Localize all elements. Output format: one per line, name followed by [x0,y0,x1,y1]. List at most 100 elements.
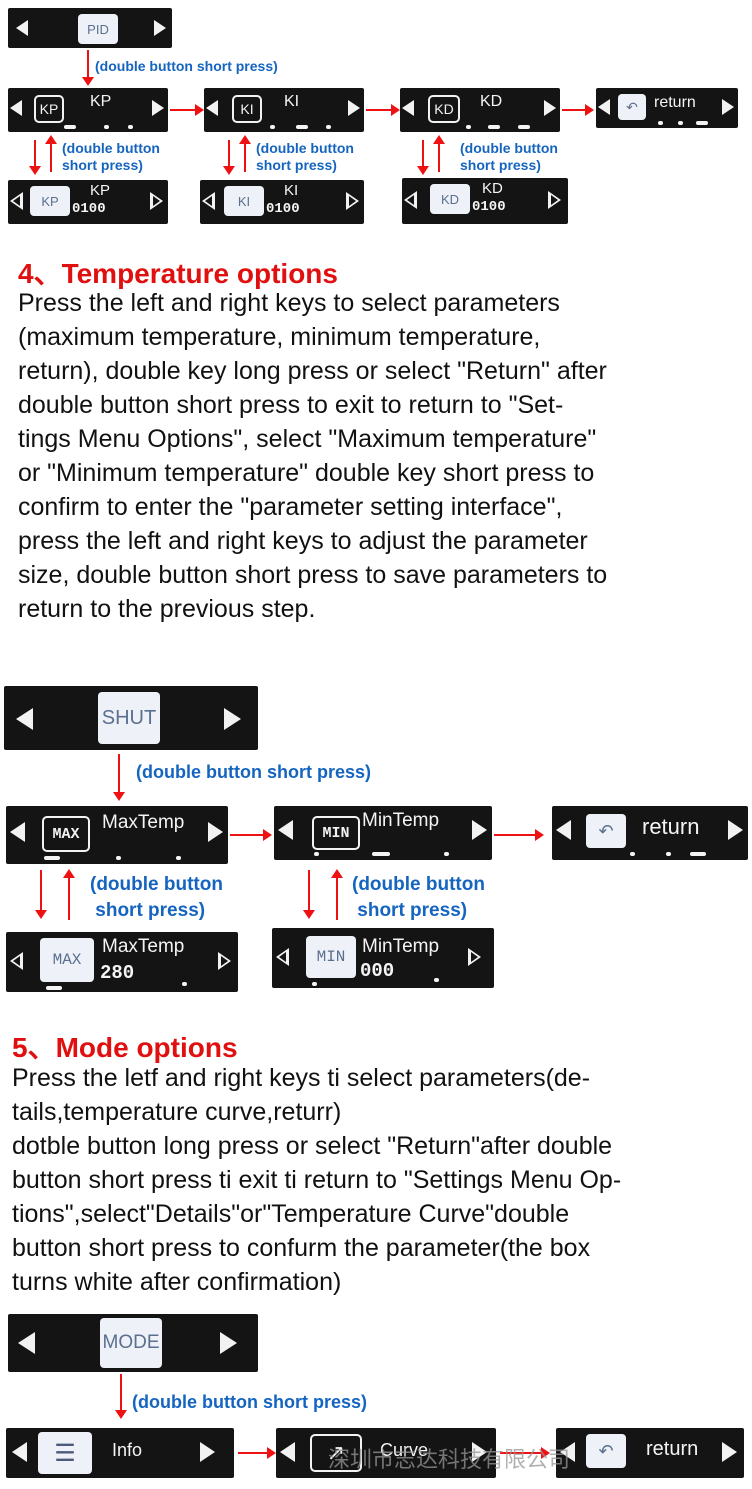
section4-paragraph: Press the left and right keys to select … [18,286,607,626]
right-flow-arrow [366,104,400,116]
right-outline-arrow-icon [218,952,231,970]
para-line: confirm to enter the "parameter setting … [18,493,563,521]
para-line: tings Menu Options", select "Maximum tem… [18,425,597,453]
para-line: double button short press to exit to ret… [18,391,564,419]
down-arrow [115,1374,127,1419]
note-line: short press) [460,156,541,173]
info-label: Info [112,1440,143,1460]
left-arrow-icon [10,822,25,842]
maxtemp-note: (double button short press) [90,872,223,924]
curve-screen: ↗ Curve [276,1428,496,1478]
kd-box-selected: KD [430,184,470,214]
return-icon: ↶ [618,94,646,120]
left-outline-arrow-icon [10,952,23,970]
mode-menu-screen: MODE [8,1314,258,1372]
right-arrow-icon [472,820,487,840]
para-line: size, double button short press to save … [18,561,608,589]
indicator-dot [630,852,635,856]
indicator-dot [128,125,133,129]
indicator-dash [488,125,500,129]
mode-return-screen: ↶ return [556,1428,744,1478]
note-line: short press) [357,900,468,921]
right-outline-arrow-icon [150,192,163,210]
note-line: short press) [62,156,143,173]
mintemp-screen: MIN MinTemp [274,806,492,860]
left-outline-arrow-icon [10,192,23,210]
right-arrow-icon [220,1332,237,1354]
kp-box: KP [34,95,64,123]
ki-label: KI [284,182,299,199]
indicator-dot [116,856,121,860]
kp-box-selected: KP [30,186,70,216]
right-flow-arrow [494,829,544,841]
indicator-dash [296,125,308,129]
note-line: (double button [62,140,160,156]
up-arrow [63,869,75,920]
left-arrow-icon [12,1442,27,1462]
down-arrow [417,140,429,175]
right-arrow-icon [224,708,241,730]
indicator-dash [46,986,62,990]
info-list-icon: ☰ [38,1432,92,1474]
kp-label: KP [90,93,112,110]
left-arrow-icon [16,708,33,730]
indicator-dot [326,125,331,129]
mode-top-note: (double button short press) [132,1392,367,1412]
right-arrow-icon [208,822,223,842]
return-label: return [654,94,696,111]
kd-label: KD [480,93,503,110]
indicator-dash [44,856,60,860]
right-flow-arrow [500,1447,550,1459]
right-flow-arrow [170,104,204,116]
max-box-selected: MAX [40,938,94,982]
para-line: tails,temperature curve,returr) [12,1098,342,1126]
indicator-dot [658,121,663,125]
right-arrow-icon [722,99,734,115]
kp-value-screen: KP KP 0100 [8,180,168,224]
ki-box-selected: KI [224,186,264,216]
right-flow-arrow [230,829,272,841]
indicator-dot [678,121,683,125]
right-outline-arrow-icon [548,191,561,209]
indicator-dash [696,121,708,125]
section4-heading: 4、Temperature options [18,258,338,289]
left-arrow-icon [18,1332,35,1354]
right-arrow-icon [154,20,166,36]
left-arrow-icon [280,1442,295,1462]
mintemp-value: 000 [360,960,395,982]
pid-return-screen: ↶ return [596,88,738,128]
kp-screen: KP KP [8,88,168,132]
right-flow-arrow [562,104,594,116]
right-flow-arrow [238,1447,276,1459]
indicator-dot [176,856,181,860]
kd-label: KD [482,180,503,197]
min-box-selected: MIN [306,936,356,978]
up-arrow [331,869,343,920]
para-line: button short press ti exit ti return to … [12,1166,622,1194]
right-arrow-icon [722,1442,737,1462]
section5-heading: 5、Mode options [12,1032,238,1063]
ki-value: 0100 [266,201,300,217]
return-label: return [642,814,700,839]
maxtemp-screen: MAX MaxTemp [6,806,228,864]
down-arrow [223,140,235,175]
indicator-dot [434,978,439,982]
indicator-dot [666,852,671,856]
para-line: Press the left and right keys to select … [18,289,560,317]
para-line: press the left and right keys to adjust … [18,527,588,555]
return-icon: ↶ [586,814,626,848]
note-line: short press) [95,900,206,921]
left-outline-arrow-icon [276,948,289,966]
para-line: return), double key long press or select… [18,357,607,385]
curve-chart-icon: ↗ [310,1434,362,1472]
max-box: MAX [42,816,90,852]
pid-box: PID [78,14,118,44]
right-arrow-icon [544,100,556,116]
kd-screen: KD KD [400,88,560,132]
ki-screen: KI KI [204,88,364,132]
note-line: short press) [256,156,337,173]
shut-box: SHUT [98,692,160,744]
